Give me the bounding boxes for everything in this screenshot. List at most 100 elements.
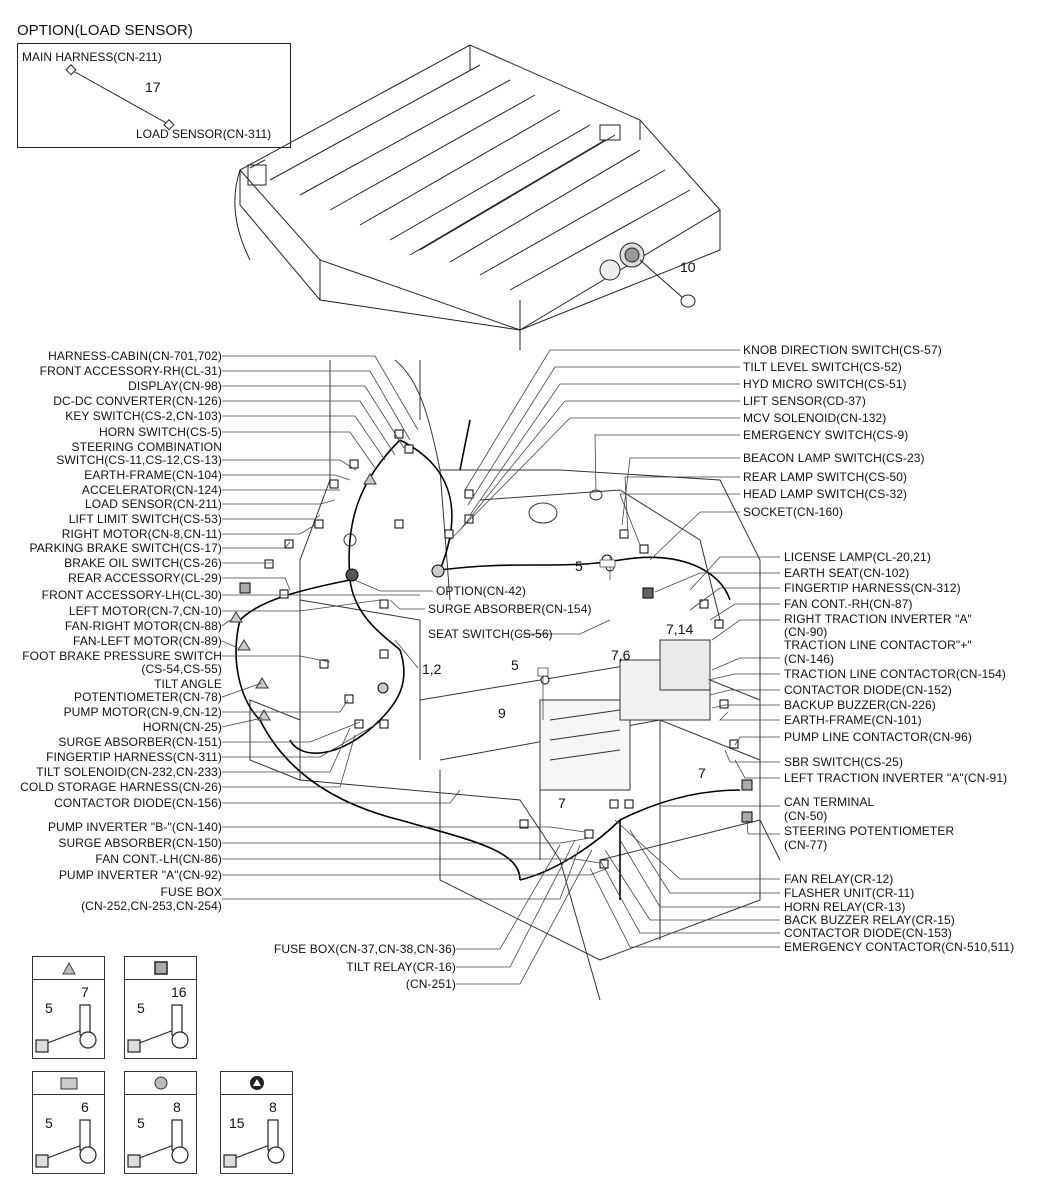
dotted-circle-icon [154, 1076, 168, 1090]
left-label: FAN CONT.-LH(CN-86) [95, 852, 222, 866]
right-label: BACK BUZZER RELAY(CR-15) [784, 913, 955, 927]
right-label: FINGERTIP HARNESS(CN-312) [784, 581, 961, 595]
right-label: EMERGENCY SWITCH(CS-9) [743, 428, 909, 442]
bottom-label: TILT RELAY(CR-16) [346, 960, 456, 974]
callout-number: 5 [575, 558, 583, 574]
left-label: FRONT ACCESSORY-RH(CL-31) [39, 364, 222, 378]
legend-box: 5 6 [32, 1071, 105, 1174]
right-label: CONTACTOR DIODE(CN-153) [784, 926, 952, 940]
leader-lines-left [221, 355, 609, 900]
legend-part-a: 5 [45, 1000, 53, 1016]
legend-part-a: 5 [137, 1000, 145, 1016]
right-label: (CN-50) [784, 809, 828, 823]
legend-box: 15 8 [220, 1071, 293, 1174]
right-label: LIFT SENSOR(CD-37) [743, 394, 866, 408]
left-label: SWITCH(CS-11,CS-12,CS-13) [56, 453, 222, 467]
legend-illustrations [35, 1004, 285, 1168]
right-label: HYD MICRO SWITCH(CS-51) [743, 377, 907, 391]
triangle-dot-icon [62, 961, 76, 975]
right-label: HEAD LAMP SWITCH(CS-32) [743, 487, 908, 501]
legend-part-b: 6 [81, 1099, 89, 1115]
left-label: TILT ANGLE [154, 677, 222, 691]
right-label: LEFT TRACTION INVERTER "A"(CN-91) [784, 771, 1008, 785]
right-label: REAR LAMP SWITCH(CS-50) [743, 470, 908, 484]
right-label: BACKUP BUZZER(CN-226) [784, 698, 936, 712]
center-label-surge: SURGE ABSORBER(CN-154) [428, 602, 592, 616]
left-label: DC-DC CONVERTER(CN-126) [53, 394, 222, 408]
left-label: FINGERTIP HARNESS(CN-311) [46, 750, 222, 764]
left-label: (CN-252,CN-253,CN-254) [81, 899, 222, 913]
left-label: TILT SOLENOID(CN-232,CN-233) [36, 765, 222, 779]
dotted-rect-icon [60, 1077, 78, 1090]
option-main-harness-label: MAIN HARNESS(CN-211) [22, 50, 162, 64]
legend-part-a: 5 [45, 1115, 53, 1131]
left-label: RIGHT MOTOR(CN-8,CN-11) [61, 527, 222, 541]
left-label: (CS-54,CS-55) [141, 662, 222, 676]
option-box-line [74, 71, 171, 126]
option-load-sensor-label: LOAD SENSOR(CN-311) [136, 127, 272, 141]
left-label: DISPLAY(CN-98) [128, 379, 222, 393]
right-label: LICENSE LAMP(CL-20,21) [784, 550, 931, 564]
left-label: SURGE ABSORBER(CN-151) [58, 735, 222, 749]
filled-triangle-icon [250, 1076, 264, 1090]
left-label: FAN-LEFT MOTOR(CN-89) [72, 634, 222, 648]
legend-part-a: 5 [137, 1115, 145, 1131]
left-label: SURGE ABSORBER(CN-150) [58, 836, 222, 850]
callout-number: 9 [498, 705, 506, 721]
right-label: SBR SWITCH(CS-25) [784, 755, 904, 769]
left-label: HORN SWITCH(CS-5) [98, 425, 222, 439]
left-label: REAR ACCESSORY(CL-29) [68, 571, 222, 585]
legend-box: 5 16 [124, 956, 197, 1059]
option-part-number: 17 [145, 79, 161, 95]
right-label: (CN-77) [784, 838, 828, 852]
option-connector-b [163, 119, 175, 131]
left-label: PUMP INVERTER "A"(CN-92) [58, 868, 222, 882]
callout-number: 5 [511, 657, 519, 673]
left-label: CONTACTOR DIODE(CN-156) [54, 796, 222, 810]
callout-number: 7,14 [666, 621, 694, 637]
top-frame [234, 44, 721, 350]
legend-part-b: 8 [269, 1099, 277, 1115]
center-label-seat: SEAT SWITCH(CS-56) [428, 627, 553, 641]
right-label: TRACTION LINE CONTACTOR"+" [784, 638, 972, 652]
legend-box: 5 7 [32, 956, 105, 1059]
right-label: CAN TERMINAL [784, 795, 875, 809]
right-label: FLASHER UNIT(CR-11) [784, 886, 915, 900]
right-label: TILT LEVEL SWITCH(CS-52) [743, 360, 902, 374]
right-label: EMERGENCY CONTACTOR(CN-510,511) [784, 940, 1015, 954]
option-load-sensor-box [17, 43, 291, 148]
legend-part-a: 15 [229, 1115, 245, 1131]
left-label: PUMP MOTOR(CN-9,CN-12) [63, 705, 222, 719]
right-label: STEERING POTENTIOMETER [784, 824, 955, 838]
legend-part-b: 7 [81, 984, 89, 1000]
right-label: MCV SOLENOID(CN-132) [743, 411, 887, 425]
legend-box: 5 8 [124, 1071, 197, 1174]
left-label: FUSE BOX [160, 885, 222, 899]
truck-chassis [249, 359, 781, 1001]
right-label: HORN RELAY(CR-13) [784, 900, 906, 914]
callout-number: 1,2 [422, 661, 442, 677]
left-label: LEFT MOTOR(CN-7,CN-10) [68, 604, 222, 618]
legend-part-b: 16 [171, 984, 187, 1000]
dotted-square-icon [154, 961, 168, 975]
right-label: BEACON LAMP SWITCH(CS-23) [743, 451, 925, 465]
left-label: HARNESS-CABIN(CN-701,702) [48, 349, 222, 363]
center-label-option: OPTION(CN-42) [436, 584, 526, 598]
right-label: EARTH SEAT(CN-102) [784, 566, 910, 580]
wire-harness [235, 419, 741, 900]
right-label: SOCKET(CN-160) [743, 505, 844, 519]
right-label: EARTH-FRAME(CN-101) [784, 713, 922, 727]
left-label: BRAKE OIL SWITCH(CS-26) [64, 556, 222, 570]
leader-lines-center [349, 557, 616, 985]
left-label: KEY SWITCH(CS-2,CN-103) [65, 409, 222, 423]
right-label: (CN-90) [784, 625, 828, 639]
left-label: PARKING BRAKE SWITCH(CS-17) [29, 541, 222, 555]
option-connector-a [65, 64, 77, 76]
page-title: OPTION(LOAD SENSOR) [17, 22, 193, 39]
left-label: PUMP INVERTER "B-"(CN-140) [47, 820, 222, 834]
callout-number: 7 [698, 765, 706, 781]
bottom-label: FUSE BOX(CN-37,CN-38,CN-36) [273, 942, 456, 956]
legend-part-b: 8 [173, 1099, 181, 1115]
left-label: FOOT BRAKE PRESSURE SWITCH [22, 649, 222, 663]
